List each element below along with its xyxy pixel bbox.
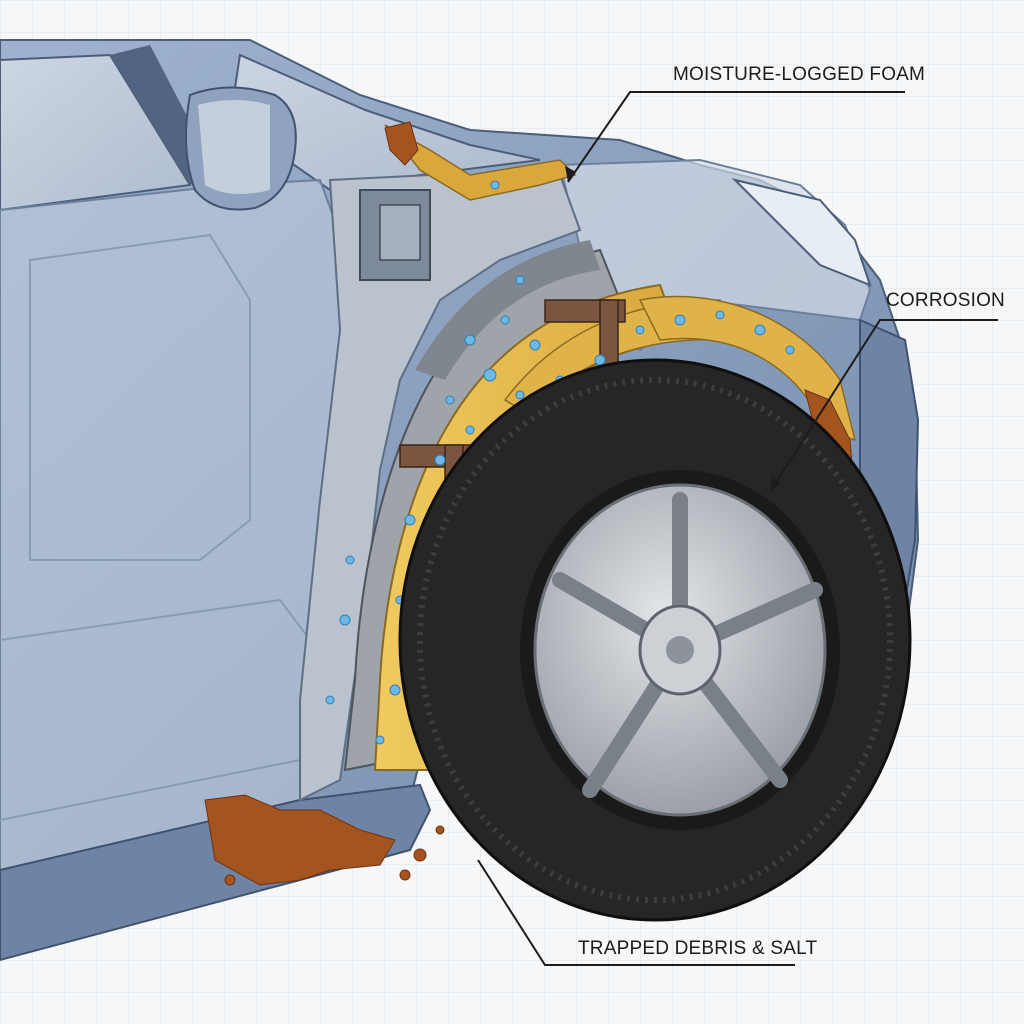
corrosion-callout-label: CORROSION	[886, 290, 1005, 311]
leader-arrowheads	[565, 166, 781, 492]
debris-leader-line	[477, 859, 795, 966]
leader-lines	[477, 91, 998, 966]
foam-callout-label: MOISTURE-LOGGED FOAM	[673, 64, 926, 85]
corrosion-leader-line	[769, 319, 998, 493]
foam-leader-line	[567, 91, 905, 183]
inner-structure	[299, 174, 582, 802]
debris-callout-label: TRAPPED DEBRIS & SALT	[578, 938, 818, 959]
front-wheel	[398, 358, 912, 922]
